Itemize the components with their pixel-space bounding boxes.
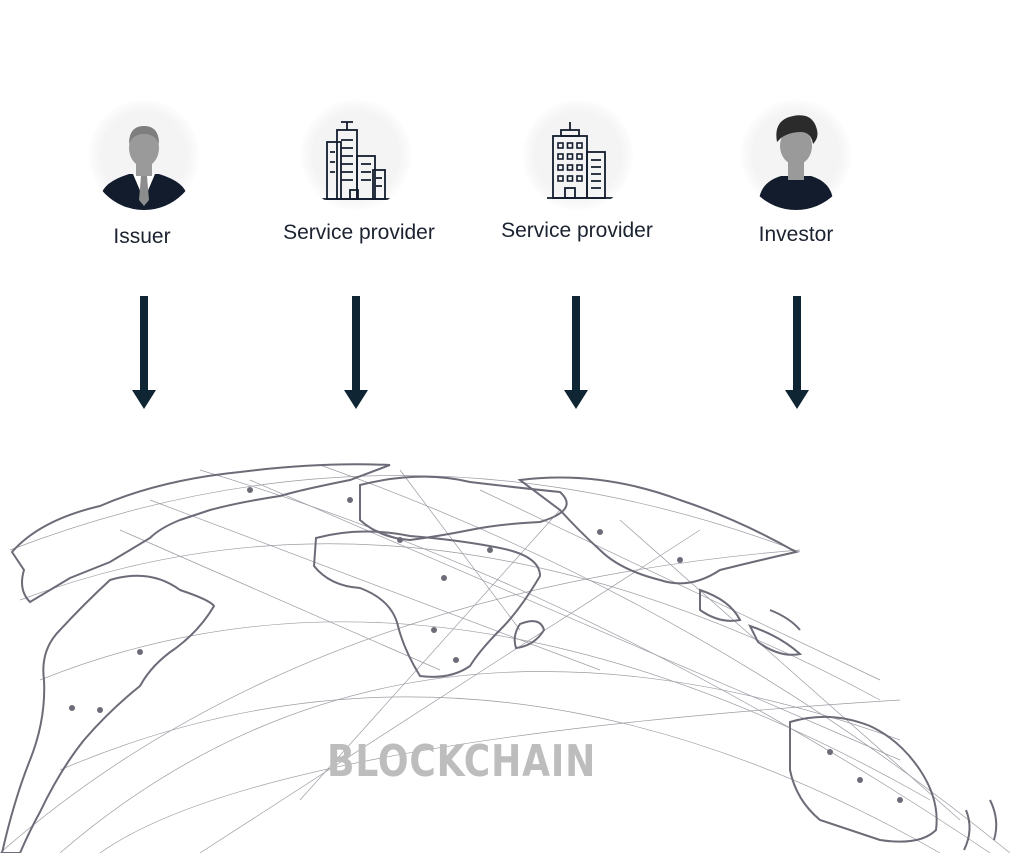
service-provider-1-arrow [341,296,371,412]
service-provider-2-arrow [561,296,591,412]
globe-network-graphic [0,463,1011,853]
service-provider-2-avatar [523,100,633,210]
issuer-label: Issuer [113,225,171,248]
investor-label: Investor [758,223,834,246]
issuer-avatar [89,100,199,210]
person-icon [759,115,833,210]
world-network-map [0,440,1024,853]
service-provider-2-label: Service provider [501,219,653,242]
blockchain-label: BLOCKCHAIN [327,736,597,787]
office-tower-icon [547,122,615,199]
service-provider-1-label: Service provider [283,221,435,244]
issuer-arrow [129,296,159,412]
investor-avatar [741,100,851,210]
businessman-icon [101,126,187,210]
service-provider-1-avatar [301,100,411,210]
investor-arrow [782,296,812,412]
office-building-icon [321,121,391,200]
